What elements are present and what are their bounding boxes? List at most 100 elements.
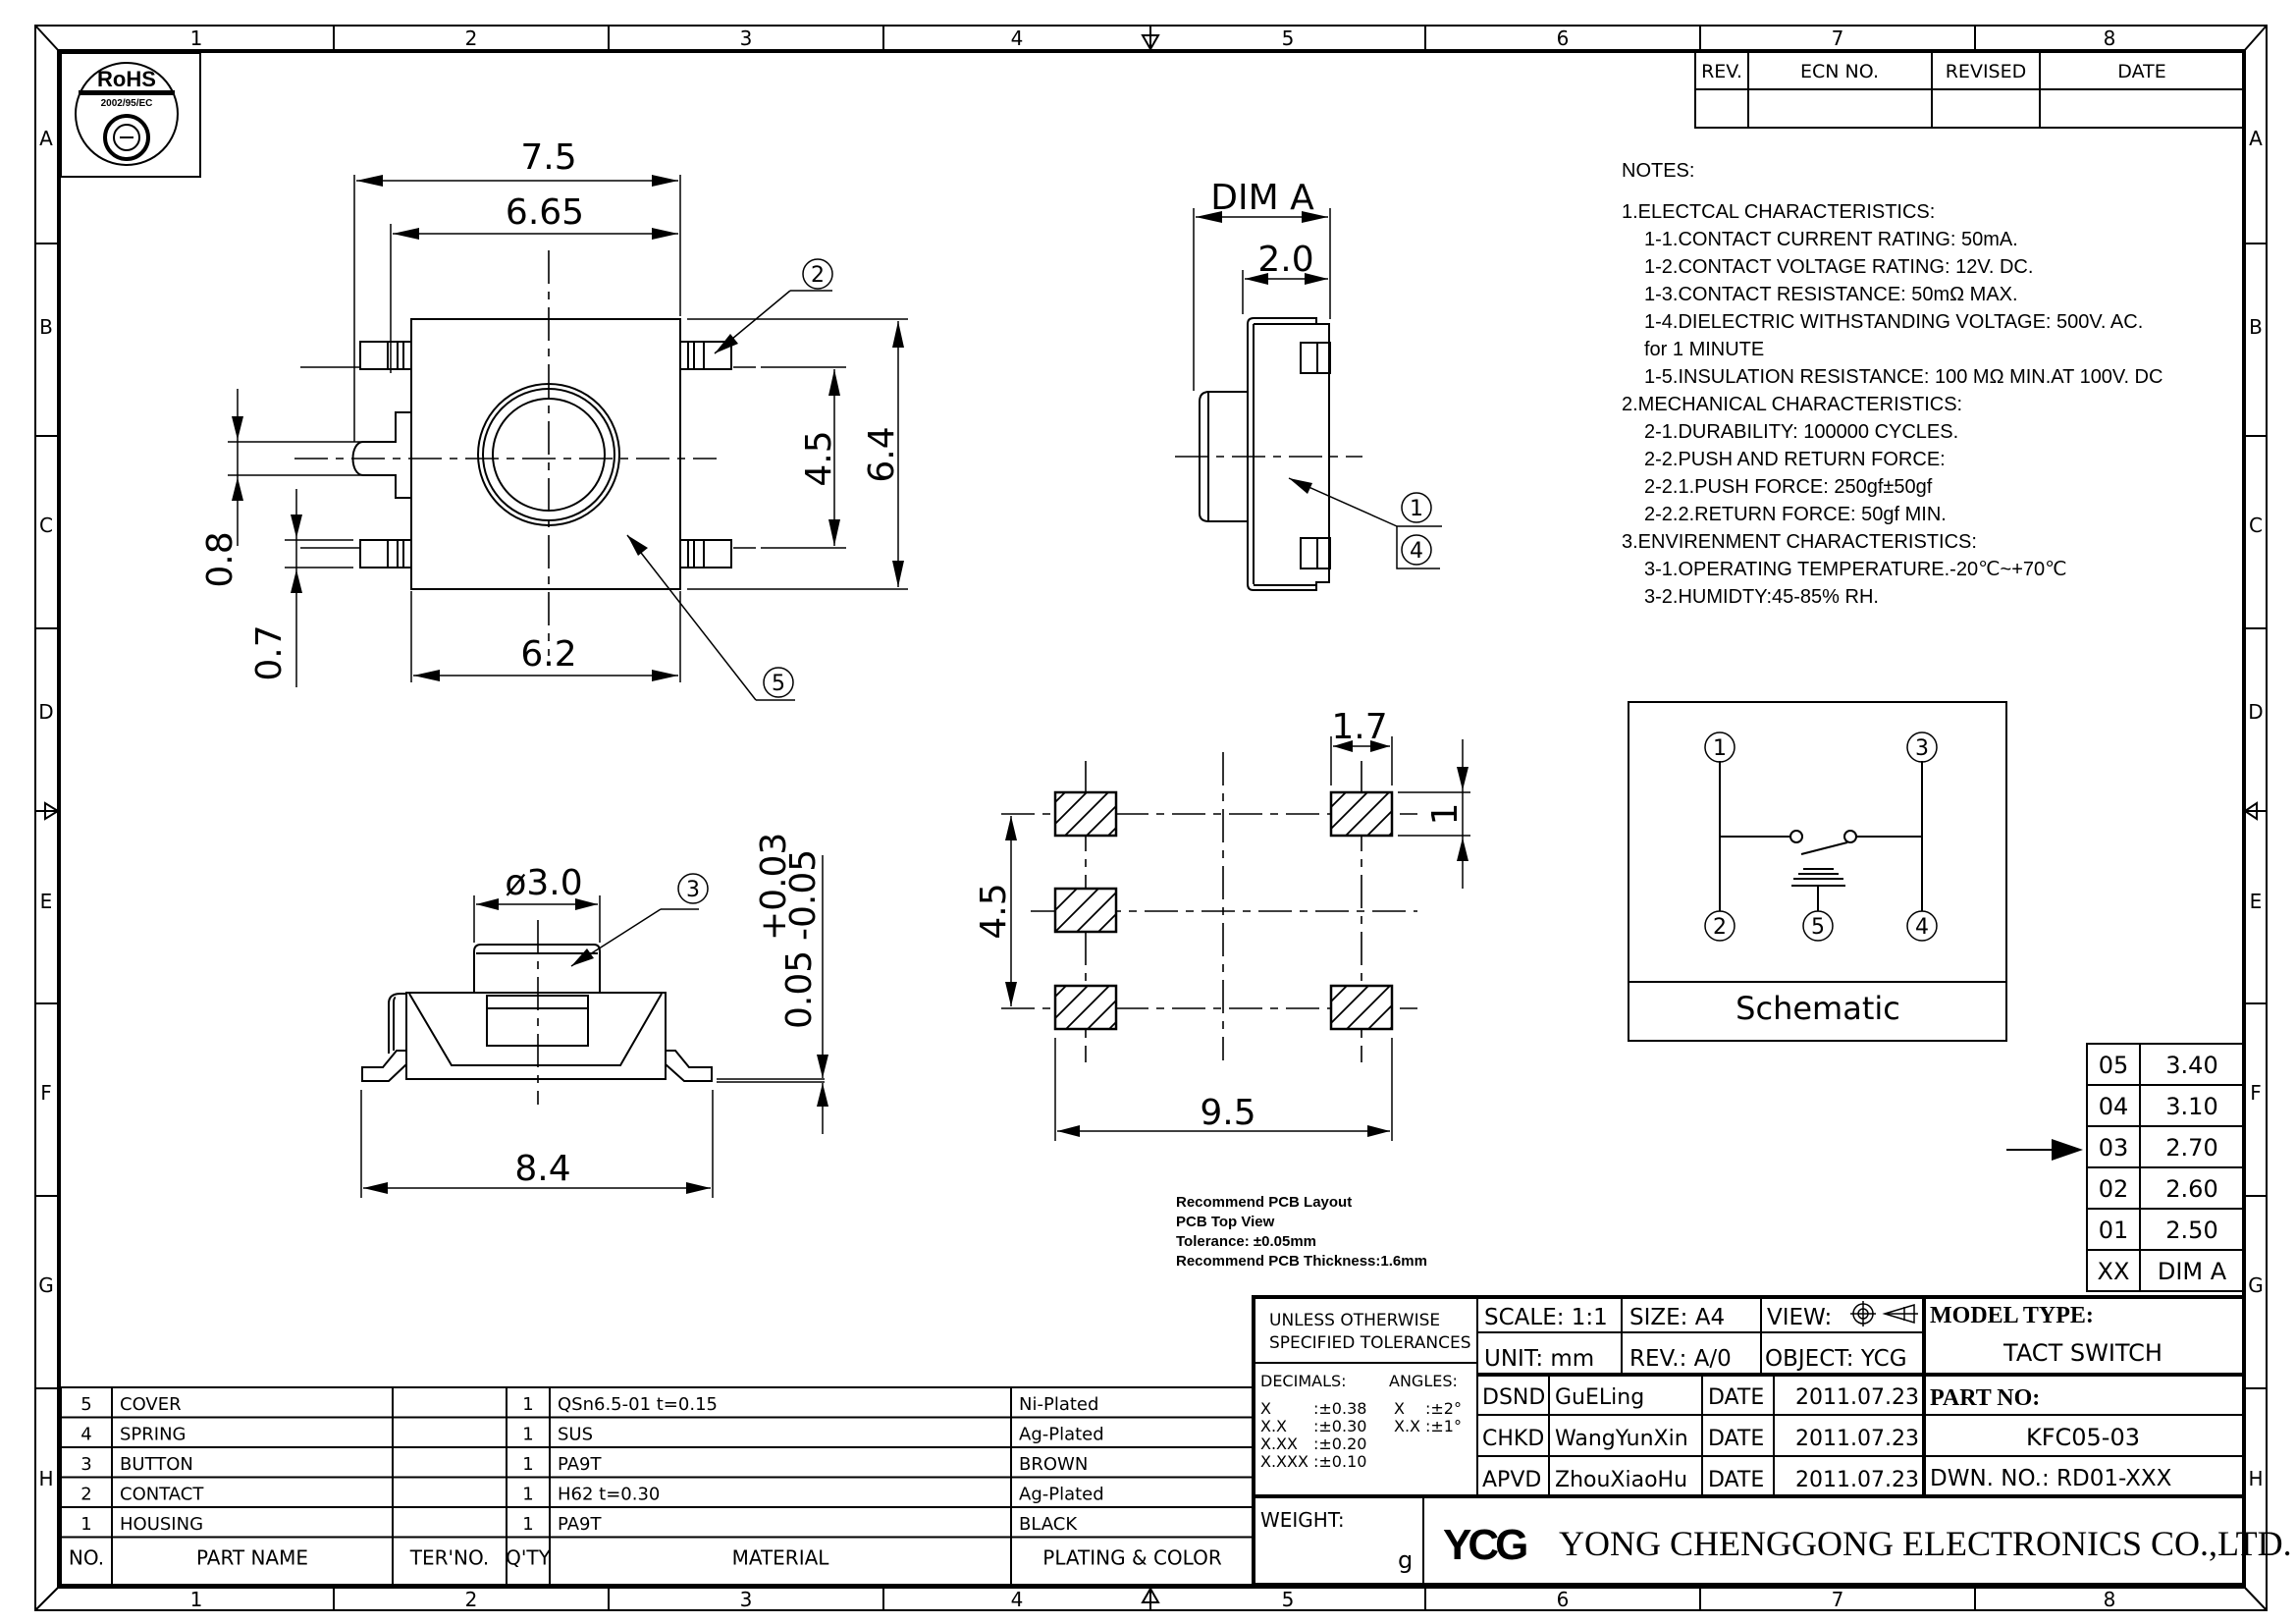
frame-column-label: 7 [1832, 27, 1844, 50]
frame-row-label: D [2248, 700, 2263, 724]
callout-5: 5 [772, 672, 785, 696]
dim-overall-width: 7.5 [520, 137, 576, 178]
frame-column-label: 1 [190, 1588, 203, 1611]
model-type-label: MODEL TYPE: [1930, 1303, 2094, 1328]
callout-5-icon [763, 667, 794, 698]
approval-date-label: DATE [1708, 1468, 1764, 1492]
frame-column-label: 6 [1557, 27, 1570, 50]
dim-coplanarity-lower: -0.05 [783, 849, 824, 941]
top-view: 7.5 6.65 6.2 4.5 6.4 0.8 0.7 [200, 137, 908, 701]
approval-date-label: DATE [1708, 1427, 1764, 1451]
weight-label: WEIGHT: [1260, 1508, 1345, 1532]
company-logo: YCG [1443, 1521, 1526, 1569]
pcb-layout: 1.7 1 4.5 9.5 Recommend PCB Layout PCB T… [974, 707, 1470, 1270]
bom-cell-qty: 1 [522, 1485, 533, 1505]
bom-cell-material: H62 t=0.30 [558, 1485, 660, 1505]
pcb-note: Recommend PCB Layout [1176, 1194, 1352, 1211]
pin-5-icon [1802, 910, 1834, 942]
tolerance-decimal-key: X.X [1260, 1417, 1287, 1435]
dim-height: 6.4 [862, 426, 902, 482]
note-line: 2-2.1.PUSH FORCE: 250gf±50gf [1644, 476, 1933, 498]
bom-cell-material: PA9T [558, 1454, 602, 1475]
frame-row-label: H [38, 1467, 53, 1490]
revision: REV.: A/0 [1629, 1346, 1732, 1372]
bom-cell-no: 5 [80, 1394, 91, 1415]
weight-unit: g [1398, 1546, 1413, 1574]
dim-table-code: 04 [2099, 1093, 2129, 1120]
pcb-pad [1329, 790, 1394, 838]
note-line: for 1 MINUTE [1644, 339, 1764, 360]
bom-header: NO. [69, 1546, 104, 1570]
frame-column-label: 8 [2104, 1588, 2116, 1611]
dim-terminal-width-small: 0.7 [249, 624, 290, 680]
bom-header: PART NAME [196, 1546, 308, 1570]
title-block: UNLESS OTHERWISE SPECIFIED TOLERANCES DE… [1252, 1295, 2292, 1587]
frame-row-label: D [38, 700, 53, 724]
dim-pcb-span: 9.5 [1200, 1093, 1255, 1133]
frame-row-label: A [2249, 127, 2263, 150]
schematic-pin-3: 3 [1915, 736, 1929, 761]
approval-date-label: DATE [1708, 1385, 1764, 1410]
rohs-title: RoHS [97, 67, 156, 91]
company-name: YONG CHENGGONG ELECTRONICS CO.,LTD. [1559, 1524, 2292, 1563]
frame-column-label: 4 [1011, 27, 1024, 50]
frame-column-label: 6 [1557, 1588, 1570, 1611]
rohs-directive: 2002/95/EC [101, 98, 153, 109]
frame-column-label: 1 [190, 27, 203, 50]
frame-row-label: G [2248, 1273, 2264, 1297]
date-header: DATE [2117, 61, 2165, 82]
note-line: 1-1.CONTACT CURRENT RATING: 50mA. [1644, 229, 2018, 250]
dim-table-value: 3.10 [2165, 1093, 2217, 1120]
angles-label: ANGLES: [1389, 1372, 1458, 1390]
bom-cell-no: 2 [80, 1485, 91, 1505]
pcb-note: PCB Top View [1176, 1214, 1275, 1230]
dim-overall-length: 8.4 [514, 1149, 570, 1189]
frame-column-label: 8 [2104, 27, 2116, 50]
part-no-label: PART NO: [1930, 1385, 2040, 1411]
frame-row-label: F [2250, 1081, 2262, 1105]
schematic-pin-5: 5 [1811, 915, 1825, 940]
bom-cell-qty: 1 [522, 1514, 533, 1535]
bom-cell-finish: Ag-Plated [1019, 1425, 1104, 1445]
frame-column-label: 5 [1282, 1588, 1295, 1611]
frame-row-label: B [2249, 315, 2263, 339]
approval-date: 2011.07.23 [1795, 1468, 1919, 1492]
frame-row-label: E [2250, 890, 2263, 913]
bom-cell-material: QSn6.5-01 t=0.15 [558, 1394, 718, 1415]
bom-cell-finish: Ag-Plated [1019, 1485, 1104, 1505]
terminal-pads [359, 341, 732, 568]
tolerance-angle-value: :±1° [1425, 1417, 1462, 1435]
decimals-label: DECIMALS: [1260, 1372, 1347, 1390]
note-line: 1.ELECTCAL CHARACTERISTICS: [1622, 201, 1935, 223]
approval-name: GuELing [1555, 1385, 1644, 1410]
tolerance-title-1: UNLESS OTHERWISE [1269, 1311, 1440, 1330]
centering-mark-left-icon [35, 801, 60, 821]
frame-column-label: 2 [465, 27, 478, 50]
bom-cell-qty: 1 [522, 1394, 533, 1415]
dim-pad-width: 1.7 [1331, 707, 1387, 747]
bom-cell-no: 3 [80, 1454, 91, 1475]
frame-row-label: E [40, 890, 53, 913]
tolerance-decimal-value: :±0.30 [1313, 1417, 1366, 1435]
dim-table-code: 01 [2099, 1217, 2129, 1244]
pin-2-icon [1704, 910, 1735, 942]
bom-cell-qty: 1 [522, 1425, 533, 1445]
pcb-pad [1053, 790, 1118, 838]
approval-role: DSND [1482, 1385, 1545, 1410]
dim-button-dia: ø3.0 [505, 863, 582, 903]
dim-pad-height: 1 [1425, 803, 1466, 826]
dim-table-code: 02 [2099, 1175, 2129, 1203]
frame-column-label: 3 [740, 1588, 753, 1611]
schematic: Schematic 1 2 3 4 5 [1628, 701, 2007, 1042]
frame-column-label: 2 [465, 1588, 478, 1611]
dim-body-thickness: 2.0 [1257, 240, 1313, 280]
frame-column-label: 5 [1282, 27, 1295, 50]
tolerance-angle-value: :±2° [1425, 1399, 1462, 1418]
bom-cell-qty: 1 [522, 1454, 533, 1475]
rev-header: REV. [1701, 61, 1742, 82]
bom-cell-name: SPRING [120, 1425, 187, 1445]
schematic-pin-1: 1 [1713, 736, 1727, 761]
revised-header: REVISED [1946, 61, 2027, 82]
dim-table-value: DIM A [2158, 1258, 2227, 1285]
pin-4-icon [1906, 910, 1938, 942]
